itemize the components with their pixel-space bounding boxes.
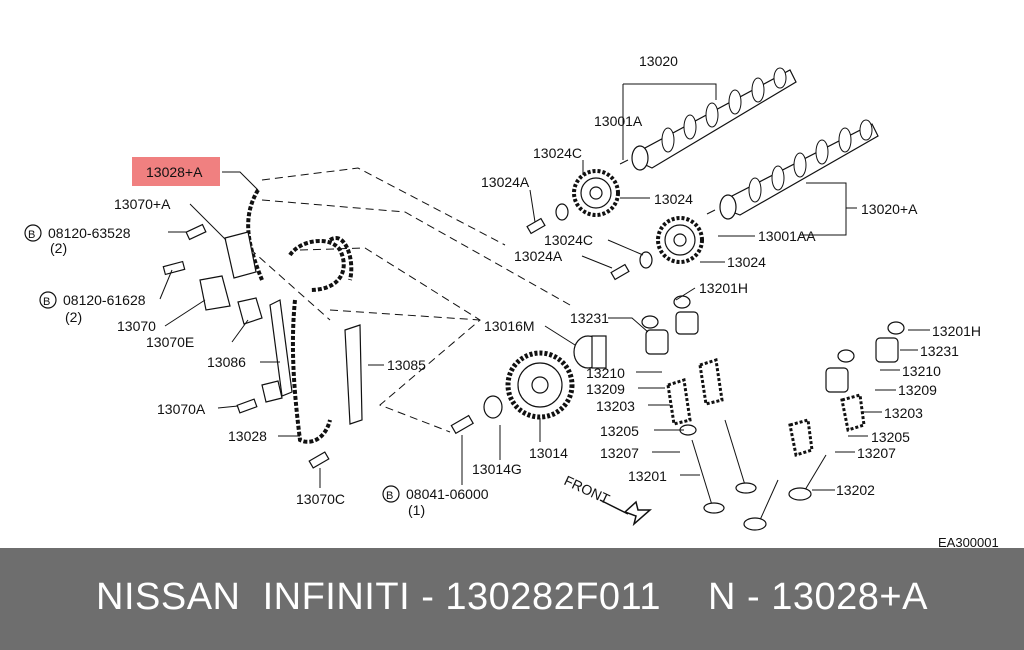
parts-diagram: B B B 13020 13001A 13024C 13028+A 13024A… — [24, 53, 999, 550]
diagram-code: EA300001 — [938, 535, 999, 548]
label-13024-top: 13024 — [654, 191, 693, 207]
label-13201: 13201 — [628, 468, 667, 484]
label-13001a: 13001A — [594, 113, 643, 129]
bolt-marker-1: B — [28, 229, 35, 241]
label-08041-06000-qty: (1) — [408, 502, 425, 518]
camshaft-upper — [619, 67, 797, 171]
leader-lines — [159, 83, 930, 491]
label-13201h-right: 13201H — [932, 323, 981, 339]
diagram-canvas: B B B 13020 13001A 13024C 13028+A 13024A… — [24, 53, 999, 550]
label-13028a: 13028+A — [146, 164, 203, 180]
bolt-marker-3: B — [386, 490, 393, 502]
fastener-bolts — [162, 223, 330, 469]
label-13001aa: 13001AA — [758, 228, 816, 244]
label-13210-right: 13210 — [902, 363, 941, 379]
label-13020a: 13020+A — [861, 201, 918, 217]
label-13203-right: 13203 — [884, 405, 923, 421]
label-13209-left: 13209 — [586, 381, 625, 397]
label-13070a: 13070+A — [114, 196, 171, 212]
label-13202: 13202 — [836, 482, 875, 498]
label-13070: 13070 — [117, 318, 156, 334]
footer-bar: NISSAN INFINITI - 130282F011 N - 13028+A — [0, 548, 1024, 650]
cam-sprocket-lower — [656, 216, 704, 264]
label-13016m: 13016M — [484, 318, 535, 334]
label-13201h-top: 13201H — [699, 280, 748, 296]
label-13024c-bot: 13024C — [544, 232, 593, 248]
crank-sprocket — [505, 350, 575, 420]
label-13210-left: 13210 — [586, 365, 625, 381]
label-08120-63528-qty: (2) — [50, 240, 67, 256]
label-13207-right: 13207 — [857, 445, 896, 461]
valve-train-left — [641, 295, 757, 514]
assembly-guide-lines — [239, 167, 571, 433]
label-08120-61628: 08120-61628 — [63, 292, 146, 308]
front-arrow — [599, 499, 652, 527]
label-13231-right: 13231 — [920, 343, 959, 359]
label-13028: 13028 — [228, 428, 267, 444]
chain-guides — [199, 231, 363, 425]
timing-chains — [246, 188, 354, 444]
cam-sprocket-upper — [572, 169, 620, 217]
label-front: FRONT — [562, 472, 613, 507]
label-13070e: 13070E — [146, 334, 194, 350]
valve-train-right — [743, 321, 905, 531]
label-13207-left: 13207 — [600, 445, 639, 461]
label-13205-left: 13205 — [600, 423, 639, 439]
footer-part-number: NISSAN INFINITI - 130282F011 — [96, 576, 661, 618]
bolt-markers: B B B — [24, 224, 400, 503]
label-13209-right: 13209 — [898, 382, 937, 398]
label-08041-06000: 08041-06000 — [406, 486, 489, 502]
label-13014: 13014 — [529, 445, 568, 461]
bolt-marker-2: B — [43, 296, 50, 308]
sprocket-hardware — [450, 203, 653, 435]
label-13070c: 13070C — [296, 491, 345, 507]
camshaft-lower — [706, 119, 879, 220]
selected-part-highlight — [132, 157, 220, 186]
label-13086: 13086 — [207, 354, 246, 370]
label-13024-bot: 13024 — [727, 254, 766, 270]
footer-reference: N - 13028+A — [708, 576, 928, 618]
label-13205-right: 13205 — [871, 429, 910, 445]
label-08120-63528: 08120-63528 — [48, 225, 131, 241]
label-13070a-bot: 13070A — [157, 401, 206, 417]
label-13020: 13020 — [639, 53, 678, 69]
label-08120-61628-qty: (2) — [65, 309, 82, 325]
label-13085: 13085 — [387, 357, 426, 373]
label-13014g: 13014G — [472, 461, 522, 477]
label-13024c-top: 13024C — [533, 145, 582, 161]
part-labels: 13020 13001A 13024C 13028+A 13024A 13024… — [48, 53, 999, 550]
label-13024a-top: 13024A — [481, 174, 530, 190]
label-13024a-bot: 13024A — [514, 248, 563, 264]
label-13203-left: 13203 — [596, 398, 635, 414]
label-13231-top: 13231 — [570, 310, 609, 326]
